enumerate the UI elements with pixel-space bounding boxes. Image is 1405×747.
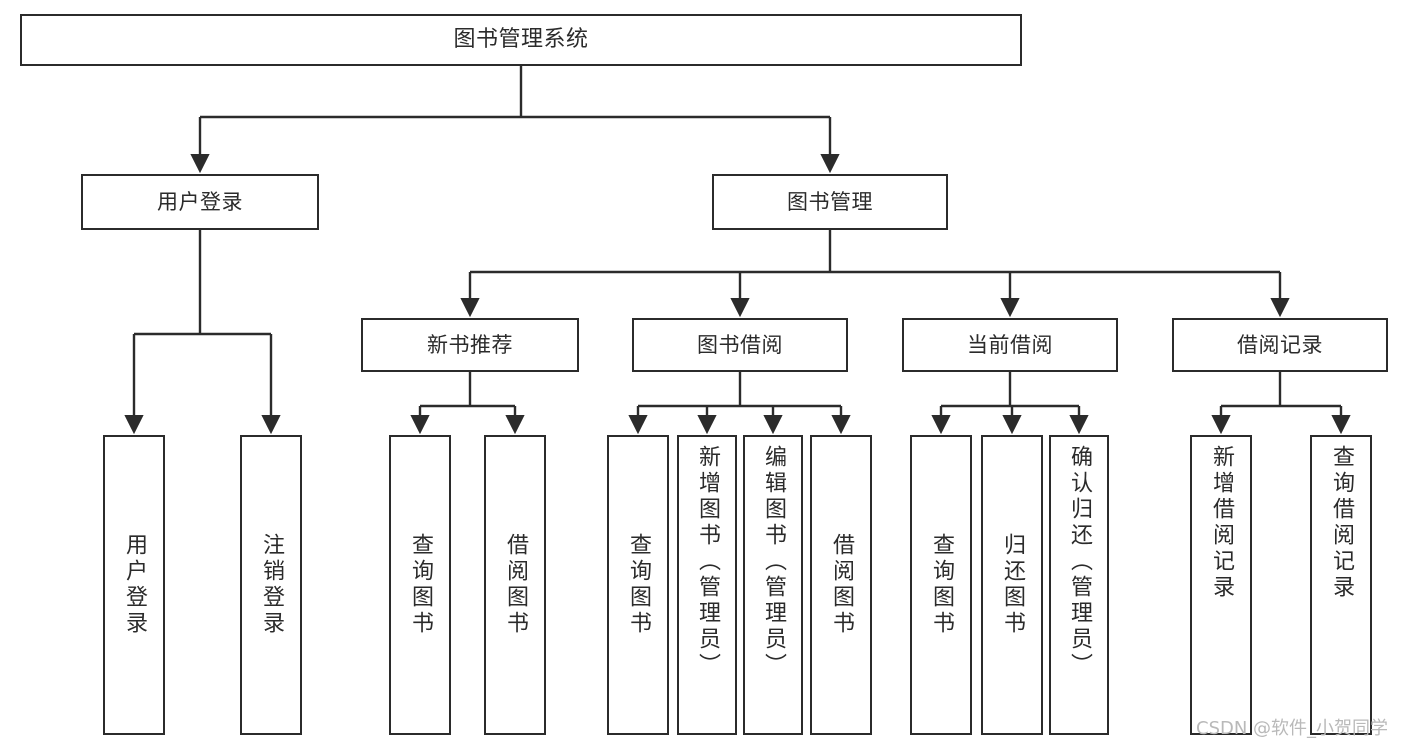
node-user-login[interactable]: 用户登录 (81, 174, 319, 230)
node-borrow-record[interactable]: 借阅记录 (1172, 318, 1388, 372)
leaf-query-record[interactable]: 查询借阅记录 (1310, 435, 1372, 735)
leaf-add-book[interactable]: 新增图书（管理员） (677, 435, 737, 735)
leaf-add-record[interactable]: 新增借阅记录 (1190, 435, 1252, 735)
leaf-logout-login[interactable]: 注销登录 (240, 435, 302, 735)
node-new-book-recommend[interactable]: 新书推荐 (361, 318, 579, 372)
leaf-return-book-label: 归还图书 (1000, 533, 1025, 637)
node-book-borrow[interactable]: 图书借阅 (632, 318, 848, 372)
node-current-borrow[interactable]: 当前借阅 (902, 318, 1118, 372)
node-current-borrow-label: 当前借阅 (967, 332, 1053, 357)
node-book-manage[interactable]: 图书管理 (712, 174, 948, 230)
leaf-borrow-book[interactable]: 借阅图书 (810, 435, 872, 735)
node-user-login-label: 用户登录 (157, 189, 243, 214)
leaf-user-login[interactable]: 用户登录 (103, 435, 165, 735)
leaf-borrow-book-rec-label: 借阅图书 (503, 533, 528, 637)
leaf-edit-book[interactable]: 编辑图书（管理员） (743, 435, 803, 735)
node-book-borrow-label: 图书借阅 (697, 332, 783, 357)
leaf-query-record-label: 查询借阅记录 (1329, 445, 1354, 601)
node-root-system[interactable]: 图书管理系统 (20, 14, 1022, 66)
leaf-query-book-borrow[interactable]: 查询图书 (607, 435, 669, 735)
leaf-borrow-book-label: 借阅图书 (829, 533, 854, 637)
node-new-book-recommend-label: 新书推荐 (427, 332, 513, 357)
leaf-query-book-rec-label: 查询图书 (408, 533, 433, 637)
leaf-query-book-rec[interactable]: 查询图书 (389, 435, 451, 735)
leaf-add-book-label: 新增图书（管理员） (695, 445, 720, 679)
leaf-query-book-current[interactable]: 查询图书 (910, 435, 972, 735)
leaf-user-login-label: 用户登录 (122, 533, 147, 637)
node-root-system-label: 图书管理系统 (453, 27, 589, 53)
leaf-confirm-return[interactable]: 确认归还（管理员） (1049, 435, 1109, 735)
watermark-text: CSDN @软件_小贺同学 (1196, 718, 1389, 739)
leaf-logout-login-label: 注销登录 (259, 533, 284, 637)
leaf-query-book-borrow-label: 查询图书 (626, 533, 651, 637)
node-book-manage-label: 图书管理 (787, 189, 873, 214)
leaf-return-book[interactable]: 归还图书 (981, 435, 1043, 735)
leaf-add-record-label: 新增借阅记录 (1209, 445, 1234, 601)
leaf-borrow-book-rec[interactable]: 借阅图书 (484, 435, 546, 735)
leaf-edit-book-label: 编辑图书（管理员） (761, 445, 786, 679)
node-borrow-record-label: 借阅记录 (1237, 332, 1323, 357)
leaf-confirm-return-label: 确认归还（管理员） (1067, 445, 1092, 679)
leaf-query-book-current-label: 查询图书 (929, 533, 954, 637)
